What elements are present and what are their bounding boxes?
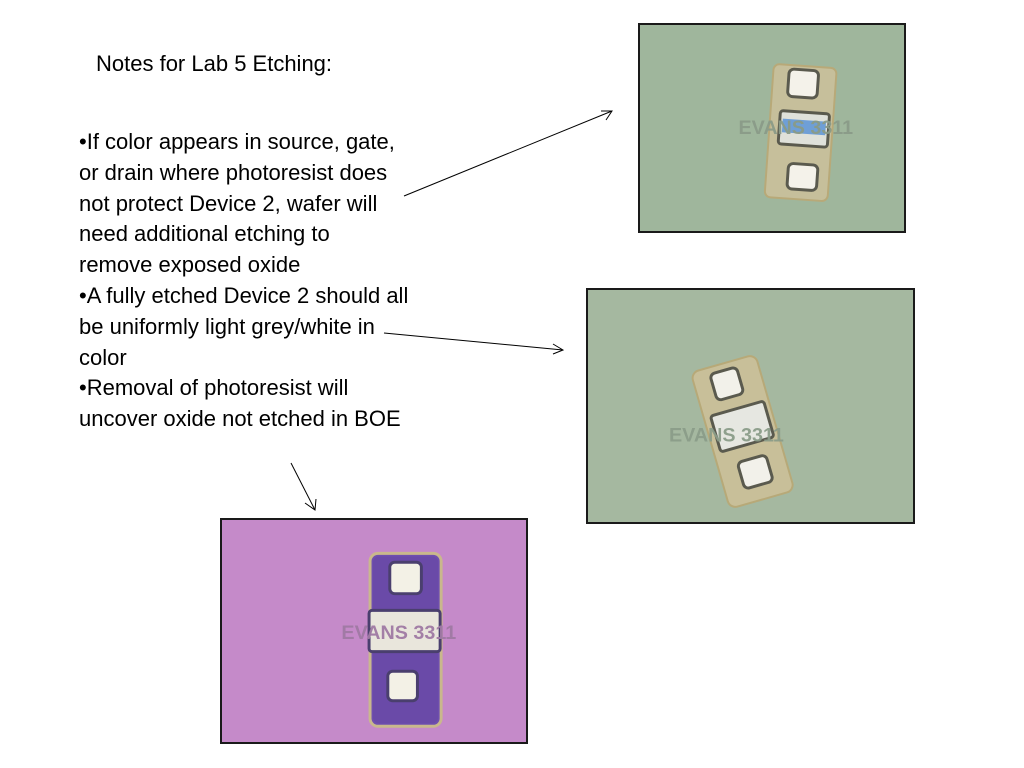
slide-title: Notes for Lab 5 Etching: bbox=[96, 51, 333, 76]
notes-list: •If color appears in source, gate, or dr… bbox=[79, 127, 409, 435]
device-outline bbox=[763, 63, 838, 202]
etched-label: EVANS 3311 bbox=[739, 117, 854, 139]
micrograph-fully-etched: EVANS 3311 bbox=[586, 288, 915, 524]
arrow-to-partially-etched bbox=[403, 110, 613, 197]
micrograph-partially-etched: EVANS 3311 bbox=[638, 23, 906, 233]
note-item-fully-etched: •A fully etched Device 2 should all be u… bbox=[79, 282, 409, 370]
micrograph-photoresist-removed: EVANS 3311 bbox=[220, 518, 528, 744]
note-item-photoresist-removal: •Removal of photoresist will uncover oxi… bbox=[79, 375, 401, 432]
note-item-color-in-device: •If color appears in source, gate, or dr… bbox=[79, 129, 395, 278]
arrow-head-icon bbox=[552, 343, 565, 355]
arrow-to-fully-etched bbox=[383, 332, 564, 351]
device-outline bbox=[367, 551, 443, 728]
etched-label: EVANS 3311 bbox=[669, 424, 784, 446]
device-outline bbox=[691, 355, 794, 508]
arrow-head-icon bbox=[601, 110, 613, 121]
arrow-head-icon bbox=[304, 498, 317, 511]
arrow-to-photoresist-removed bbox=[290, 462, 316, 511]
etched-label: EVANS 3311 bbox=[341, 622, 456, 644]
